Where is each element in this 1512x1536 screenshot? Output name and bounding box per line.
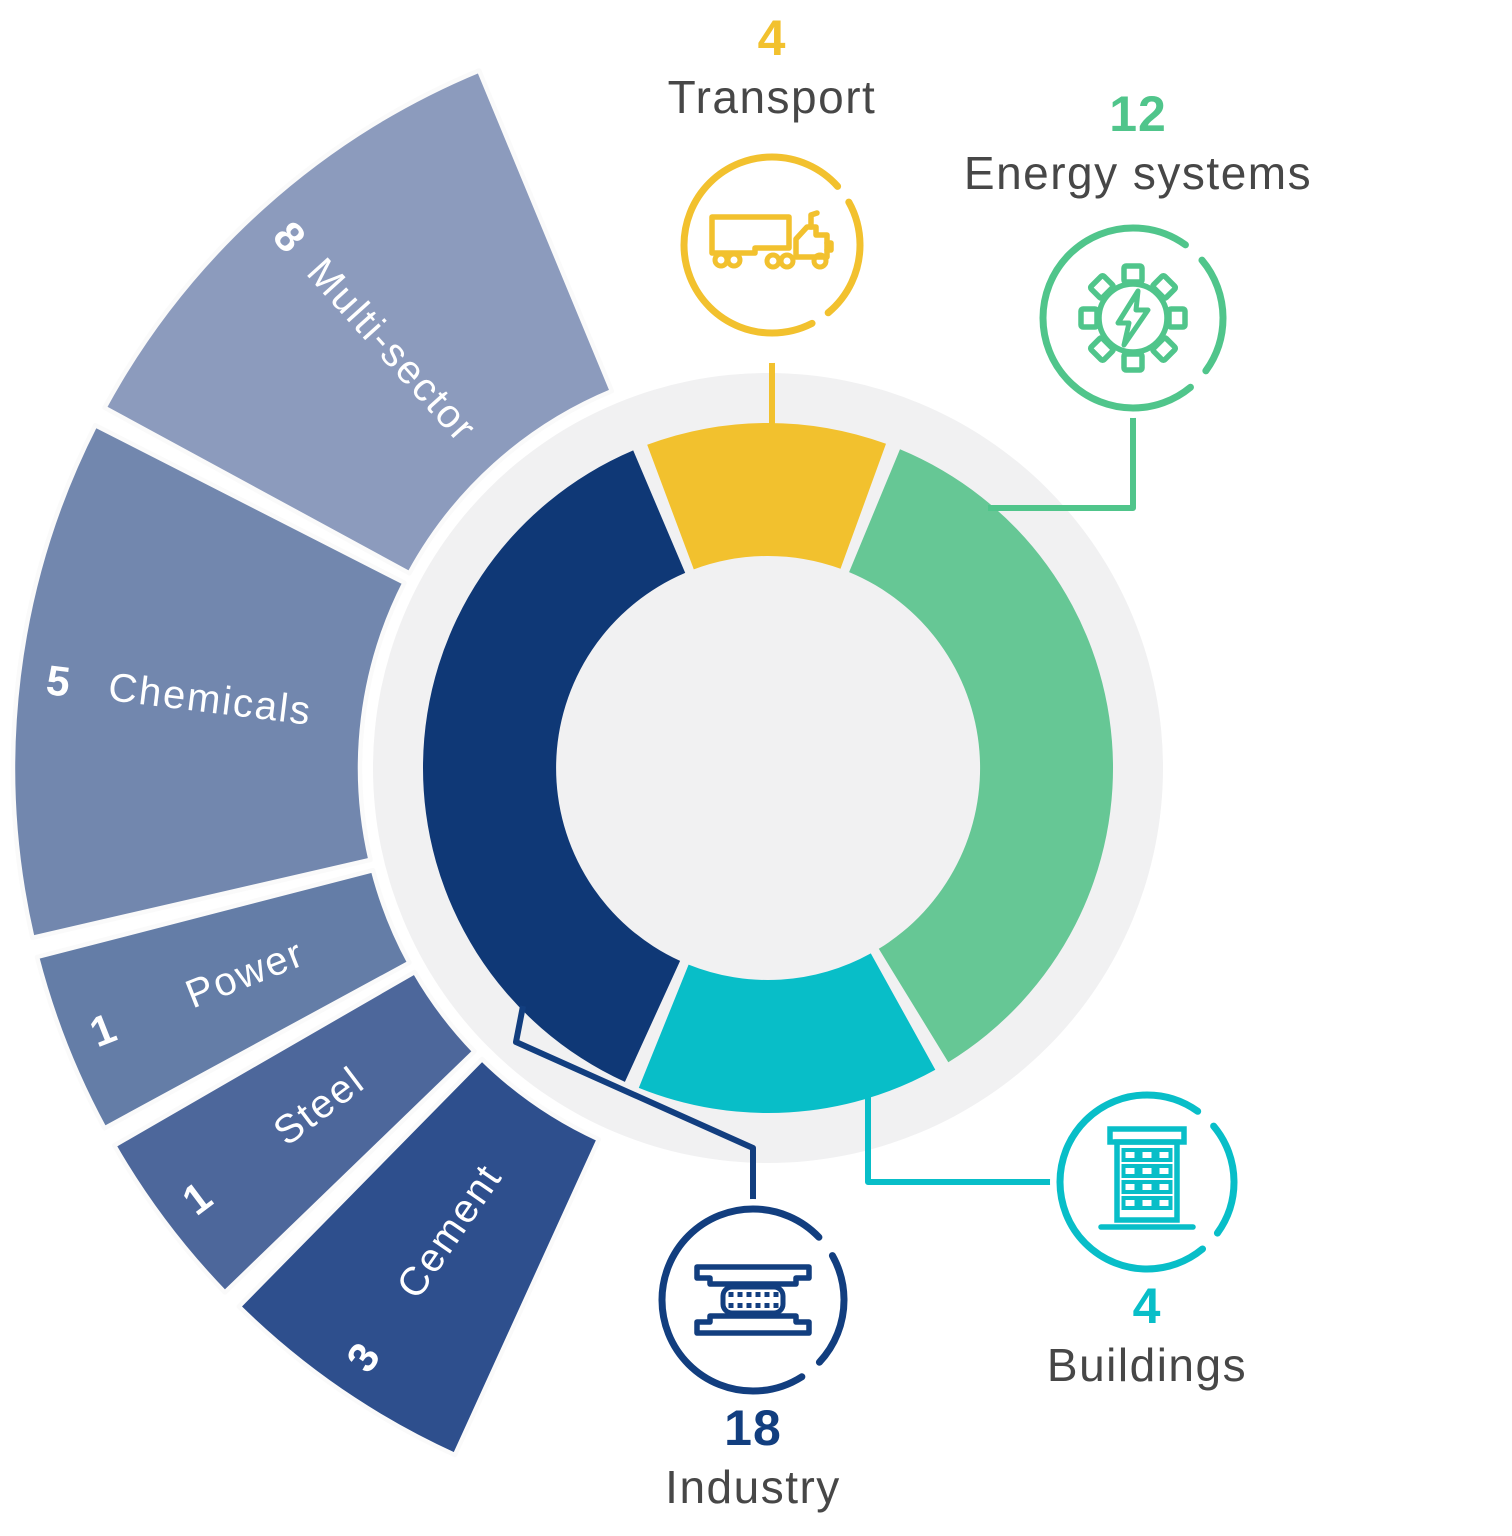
building-window xyxy=(1155,1164,1173,1178)
industry-label: Industry xyxy=(665,1460,841,1513)
gear-tooth xyxy=(1150,335,1179,364)
gear-tooth xyxy=(1087,272,1116,301)
beam-rivet xyxy=(764,1292,770,1297)
gear-tooth xyxy=(1087,335,1116,364)
gear-lightning-icon xyxy=(1078,263,1188,373)
beam-rivet xyxy=(737,1303,743,1308)
energy-systems-icon-ring xyxy=(1039,224,1227,412)
gear-tooth xyxy=(1121,351,1145,373)
transport-label: Transport xyxy=(667,70,877,123)
steel-beam-icon xyxy=(694,1264,812,1336)
truck-trailer xyxy=(709,214,792,256)
building-window xyxy=(1138,1196,1156,1210)
energy-systems-label: Energy systems xyxy=(963,146,1313,199)
connector-buildings xyxy=(865,1094,1061,1185)
beam-rivet xyxy=(728,1292,734,1297)
beam-rivet xyxy=(773,1303,779,1308)
fan-segment-chemicals xyxy=(10,422,407,941)
truck-wheel xyxy=(811,252,829,270)
buildings-count: 4 xyxy=(1132,1278,1162,1334)
beam-rivet xyxy=(764,1303,770,1308)
segment-energy-systems xyxy=(849,449,1114,1063)
beam-bottom-flange xyxy=(694,1313,812,1336)
fan-segment-power xyxy=(34,867,412,1131)
industry-icon-ring xyxy=(658,1205,848,1395)
fan-segment-cement xyxy=(236,1056,602,1458)
beam-rivet xyxy=(746,1292,752,1297)
truck-wheel xyxy=(725,251,743,269)
connector-industry xyxy=(513,1005,756,1210)
building-body xyxy=(1114,1139,1180,1223)
building-window xyxy=(1155,1196,1173,1210)
building-window xyxy=(1121,1180,1139,1194)
truck-icon xyxy=(709,210,834,270)
beam-rivet xyxy=(746,1303,752,1308)
fan-value-chemicals: 5 xyxy=(44,656,73,705)
beam-rivet xyxy=(728,1303,734,1308)
connector-energy-systems xyxy=(988,412,1136,511)
donut-ring xyxy=(422,422,1114,1113)
transport-icon-ring xyxy=(680,153,864,337)
truck-exhaust xyxy=(808,210,820,230)
callout-energy-systems: 12 Energy systems xyxy=(964,86,1312,203)
truck-cab xyxy=(793,224,830,260)
callout-transport: 4 Transport xyxy=(668,10,877,127)
beam-top-flange xyxy=(694,1264,812,1287)
beam-rivet xyxy=(755,1303,761,1308)
lightning-bolt xyxy=(1115,288,1151,348)
building-window xyxy=(1138,1148,1156,1162)
building-icon xyxy=(1098,1126,1196,1230)
beam-rivet xyxy=(773,1292,779,1297)
beam-rivet xyxy=(737,1292,743,1297)
fan-segment-steel xyxy=(111,969,477,1295)
buildings-label: Buildings xyxy=(1046,1338,1248,1391)
gear-tooth xyxy=(1078,306,1100,330)
transport-count: 4 xyxy=(757,10,787,66)
building-window xyxy=(1121,1164,1139,1178)
energy-systems-count: 12 xyxy=(1109,86,1167,142)
callout-buildings: 4 Buildings xyxy=(1047,1278,1247,1395)
beam-rivet xyxy=(755,1292,761,1297)
segment-industry xyxy=(422,450,686,1082)
building-window xyxy=(1121,1196,1139,1210)
truck-wheel xyxy=(778,252,796,270)
building-window xyxy=(1121,1148,1139,1162)
building-window xyxy=(1155,1180,1173,1194)
gear-tooth xyxy=(1150,272,1179,301)
gear-tooth xyxy=(1166,306,1188,330)
fan-segment-multi-sector xyxy=(102,68,615,576)
segment-buildings xyxy=(638,953,936,1113)
building-window xyxy=(1138,1164,1156,1178)
segment-transport xyxy=(647,422,886,570)
truck-bumper xyxy=(824,240,834,253)
beam-web xyxy=(720,1284,786,1316)
building-window xyxy=(1155,1148,1173,1162)
callout-industry: 18 Industry xyxy=(665,1400,841,1517)
building-window xyxy=(1138,1180,1156,1194)
gear-tooth xyxy=(1121,263,1145,285)
industry-count: 18 xyxy=(724,1400,782,1456)
